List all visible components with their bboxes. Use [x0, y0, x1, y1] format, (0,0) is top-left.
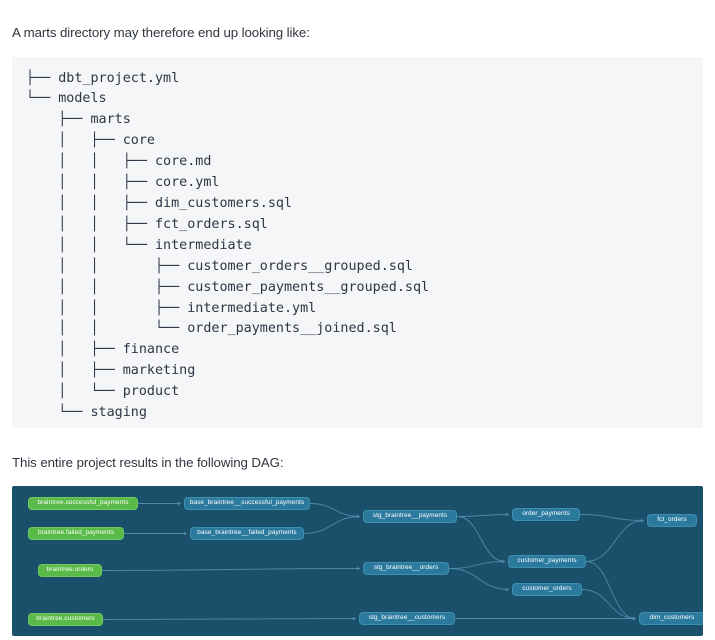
dag-edge-braintree_orders-to-stg_braintree_orders [101, 568, 361, 572]
dag-node-customer_orders[interactable]: customer_orders [512, 583, 582, 597]
dag-node-stg_braintree_customers[interactable]: stg_braintree__customers [359, 612, 455, 626]
dag-edge-customer_orders-to-dim_customers [581, 589, 637, 620]
dag-node-customer_payments[interactable]: customer_payments [508, 555, 586, 569]
dag-node-order_payments[interactable]: order_payments [512, 508, 580, 522]
dag-node-braintree_orders[interactable]: braintree.orders [38, 564, 102, 578]
dag-node-base_braintree_failed_payments[interactable]: base_braintree__failed_payments [190, 527, 304, 541]
dag-arrowhead [177, 501, 181, 506]
dag-edges-layer [101, 501, 645, 621]
dag-edge-stg_braintree_orders-to-customer_payments [448, 561, 506, 570]
dag-arrowhead [501, 559, 505, 564]
dag-node-stg_braintree_payments[interactable]: stg_braintree__payments [363, 510, 457, 524]
dag-edge-customer_payments-to-dim_customers [585, 561, 637, 620]
dag-node-braintree_failed_payments[interactable]: braintree.failed_payments [28, 527, 124, 541]
dag-node-fct_orders[interactable]: fct_orders [647, 514, 697, 528]
dag-edge-customer_payments-to-fct_orders [585, 520, 645, 563]
dag-node-braintree_customers[interactable]: braintree.customers [28, 613, 103, 627]
dag-arrowhead [356, 566, 360, 571]
dag-edge-stg_braintree_payments-to-order_payments [456, 514, 510, 518]
dag-arrowhead [632, 616, 636, 621]
dag-node-braintree_successful_payments[interactable]: braintree.successful_payments [28, 497, 138, 511]
dag-arrowhead [356, 514, 360, 519]
dag-edge-braintree_customers-to-stg_braintree_customers [102, 618, 357, 621]
dag-arrowhead [183, 531, 187, 536]
dag-arrowhead [352, 616, 356, 621]
dag-node-base_braintree_successful_payments[interactable]: base_braintree__successful_payments [184, 497, 310, 511]
dag-edge-base_braintree_successful_payments-to-stg_braintree_payments [309, 503, 361, 518]
dag-edge-stg_braintree_orders-to-customer_orders [448, 568, 510, 591]
dag-edge-base_braintree_failed_payments-to-stg_braintree_payments [303, 516, 361, 535]
dag-arrowhead [640, 518, 644, 523]
directory-tree-text: ├── dbt_project.yml └── models ├── marts… [26, 70, 430, 421]
dag-edge-order_payments-to-fct_orders [579, 514, 645, 522]
directory-tree-codeblock: ├── dbt_project.yml └── models ├── marts… [12, 56, 703, 428]
dag-node-stg_braintree_orders[interactable]: stg_braintree__orders [363, 562, 449, 576]
dag-arrowhead [505, 512, 509, 517]
dag-edge-stg_braintree_payments-to-customer_payments [456, 516, 506, 563]
dag-node-dim_customers[interactable]: dim_customers [639, 612, 703, 626]
dag-intro-paragraph: This entire project results in the follo… [12, 454, 284, 470]
dag-diagram: braintree.successful_payments braintree.f… [12, 486, 703, 637]
dag-arrowhead [505, 587, 509, 592]
intro-paragraph: A marts directory may therefore end up l… [12, 25, 310, 41]
